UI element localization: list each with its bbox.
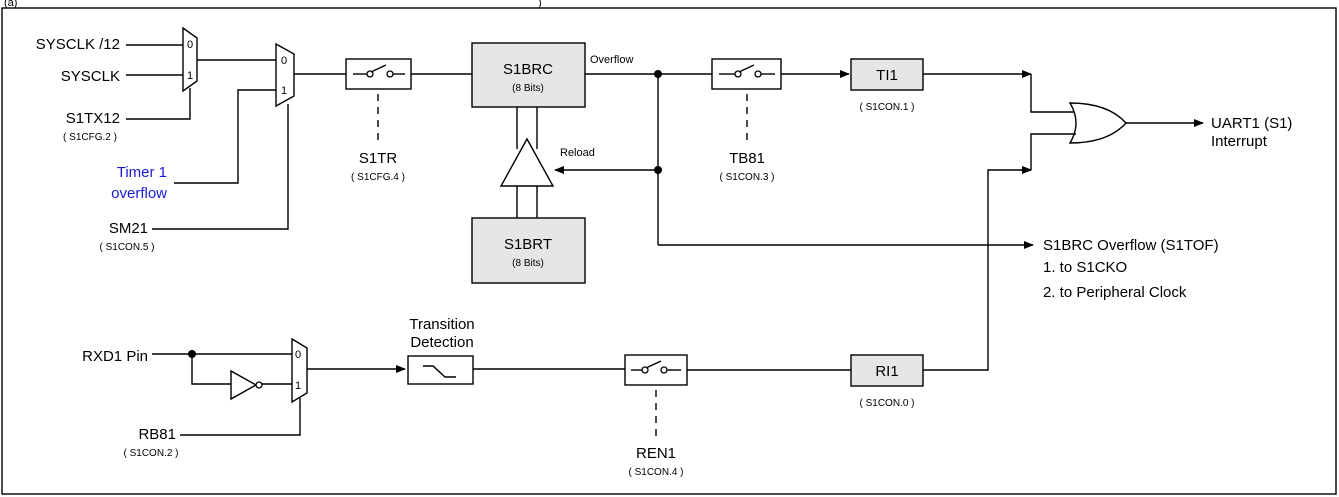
mux1-input-0: 0: [187, 39, 193, 51]
mux2-input-1: 1: [281, 85, 287, 97]
s1brc-counter-block: [471, 42, 586, 108]
s1tof-label-line2: 1. to S1CKO: [1043, 259, 1127, 276]
ri1-label: RI1: [875, 363, 898, 380]
ren1-register-label: ( S1CON.4 ): [628, 467, 683, 478]
overflow-label: Overflow: [590, 54, 633, 66]
ti1-label: TI1: [876, 67, 898, 84]
clock-mux-2: [275, 42, 295, 108]
sm21-label: SM21: [109, 220, 148, 237]
falling-edge-icon: [423, 365, 456, 378]
sm21-select-wire: [152, 104, 289, 230]
reload-label: Reload: [560, 147, 595, 159]
interrupt-or-gate: [1068, 102, 1127, 144]
uart1-interrupt-label-line1: UART1 (S1): [1211, 115, 1292, 132]
ren1-switch: [624, 354, 688, 386]
ti1-to-or-wire: [1030, 74, 1076, 113]
ti1-register-label: ( S1CON.1 ): [859, 102, 914, 113]
rb81-select-wire: [180, 398, 301, 436]
transition-detection-block: [407, 355, 474, 385]
rx-mux: [291, 337, 308, 404]
rb81-register-label: ( S1CON.2 ): [123, 448, 178, 459]
ri1-register-label: ( S1CON.0 ): [859, 398, 914, 409]
sysclk-label: SYSCLK: [61, 68, 120, 85]
diagram-frame: [1, 7, 1337, 495]
s1tr-register-label: ( S1CFG.4 ): [351, 172, 405, 183]
caption-fragment-right: ): [538, 0, 542, 9]
timer1-overflow-wire: [174, 89, 276, 184]
s1tx12-label: S1TX12: [66, 110, 120, 127]
tb81-register-label: ( S1CON.3 ): [719, 172, 774, 183]
uart1-interrupt-label-line2: Interrupt: [1211, 133, 1268, 150]
s1tr-label: S1TR: [359, 150, 398, 167]
mux1-input-1: 1: [187, 70, 193, 82]
timer1-overflow-label-line2: overflow: [111, 185, 167, 202]
transition-detection-label-line1: Transition: [409, 316, 474, 333]
s1brt-reload-block: [471, 217, 586, 284]
rxd1-invert-branch-wire: [191, 354, 231, 385]
inverter-bubble: [255, 381, 263, 389]
s1tof-label-line3: 2. to Peripheral Clock: [1043, 284, 1187, 301]
rb81-label: RB81: [138, 426, 176, 443]
mux2-input-0: 0: [281, 55, 287, 67]
ren1-label: REN1: [636, 445, 676, 462]
sysclk12-label: SYSCLK /12: [36, 36, 120, 53]
s1brc-sub-label: (8 Bits): [512, 83, 544, 94]
timer1-overflow-label-line1: Timer 1: [117, 164, 167, 181]
mux3-input-0: 0: [295, 349, 301, 361]
s1brc-label: S1BRC: [503, 61, 553, 78]
clock-mux-1: [182, 26, 198, 93]
tb81-label: TB81: [729, 150, 765, 167]
s1tof-label-line1: S1BRC Overflow (S1TOF): [1043, 237, 1219, 254]
transition-detection-label-line2: Detection: [410, 334, 473, 351]
ri1-flag-block: [850, 354, 924, 387]
reload-buffer: [499, 137, 555, 187]
ri1-output-wire: [923, 169, 1031, 371]
s1brt-label: S1BRT: [504, 236, 552, 253]
caption-fragment: (a): [4, 0, 17, 9]
rxd1-pin-label: RXD1 Pin: [82, 348, 148, 365]
ti1-flag-block: [850, 58, 924, 91]
rxd1-inverter: [230, 369, 258, 401]
tb81-switch: [711, 58, 782, 90]
s1tr-switch: [345, 58, 412, 90]
s1tx12-register-label: ( S1CFG.2 ): [63, 132, 117, 143]
mux3-input-1: 1: [295, 380, 301, 392]
s1brt-sub-label: (8 Bits): [512, 258, 544, 269]
s1tx12-select-wire: [126, 88, 191, 120]
sm21-register-label: ( S1CON.5 ): [99, 242, 154, 253]
ri1-to-or-wire: [1030, 133, 1076, 170]
